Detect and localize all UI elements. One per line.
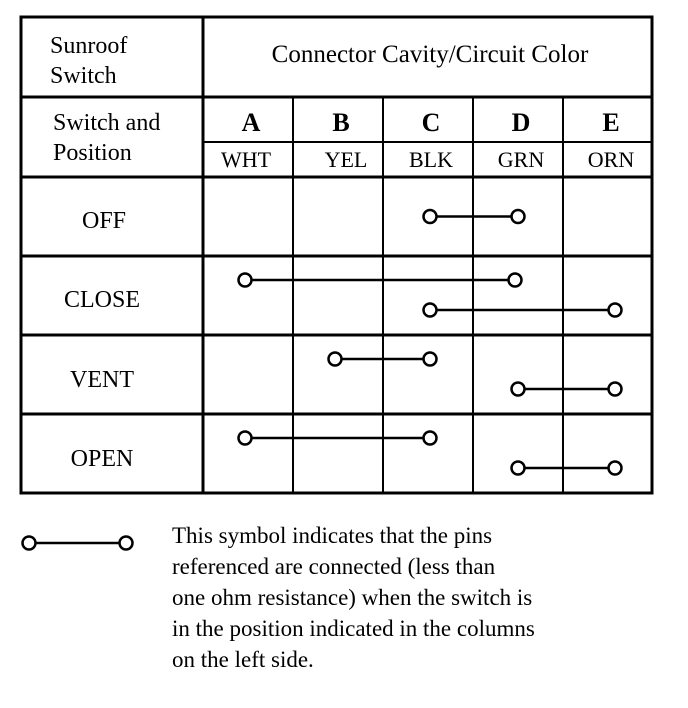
connection-vent-bc-pin-c [422,351,438,367]
legend-line: on the left side. [172,647,314,672]
connection-off-cd-pin-c [422,208,438,225]
connection-open-ac-pin-a [237,430,253,446]
position-label-close: CLOSE [64,287,140,313]
position-label-off: OFF [82,208,126,234]
connection-off-cd [422,208,526,225]
position-label-vent: VENT [70,367,134,393]
connection-open-ac [237,430,438,446]
circuit-color-e: ORN [588,147,635,172]
connection-open-de [510,460,623,476]
connection-vent-de-pin-e [607,381,623,397]
connection-close-ad-pin-a [237,272,253,288]
legend-line: one ohm resistance) when the switch is [172,585,533,610]
connection-open-de-pin-d [510,460,526,476]
connected-pins-symbol-icon [21,535,134,551]
circuit-color-c: BLK [409,147,453,172]
continuity-connections [237,208,623,476]
legend-line: This symbol indicates that the pins [172,523,493,548]
position-label-open: OPEN [71,446,134,472]
cavity-label-a: A [242,108,261,137]
connection-close-ad [237,272,523,288]
connection-close-ce-pin-e [607,302,623,318]
connection-vent-de-pin-d [510,381,526,397]
connection-off-cd-pin-d [510,208,526,225]
cavity-label-c: C [422,108,441,137]
cavity-label-d: D [512,108,531,137]
legend-line: in the position indicated in the columns [172,616,535,641]
connection-vent-de [510,381,623,397]
corner-label-line1: Sunroof [50,33,127,59]
cavity-label-e: E [602,108,619,137]
connection-open-de-pin-e [607,460,623,476]
connection-close-ce-pin-c [422,302,438,318]
circuit-color-d: GRN [498,147,545,172]
circuit-color-b: YEL [325,147,368,172]
corner-label-line2: Switch [50,63,117,89]
row-header-line2: Position [53,140,132,166]
connection-open-ac-pin-c [422,430,438,446]
connection-vent-bc-pin-b [327,351,343,367]
legend-line: referenced are connected (less than [172,554,496,579]
legend-description: This symbol indicates that the pins refe… [172,520,672,675]
connection-close-ce [422,302,623,318]
circuit-color-a: WHT [221,147,272,172]
connection-vent-bc [327,351,438,367]
cavity-label-b: B [332,108,349,137]
connection-close-ad-pin-d [507,272,523,288]
header-title: Connector Cavity/Circuit Color [272,41,589,68]
row-header-line1: Switch and [53,110,160,136]
